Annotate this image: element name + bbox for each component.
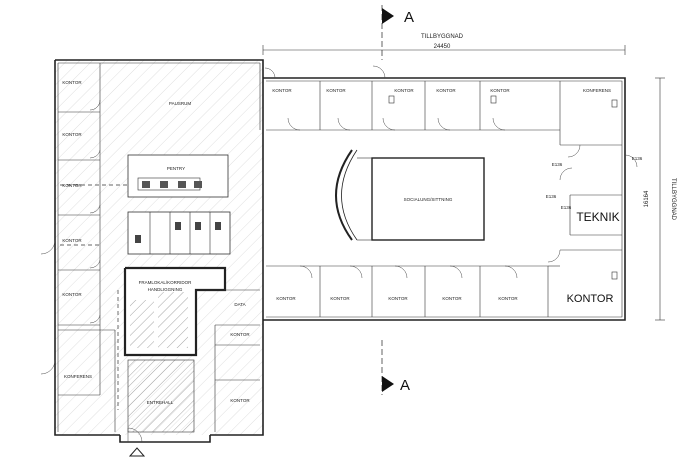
room-label: KONTOR bbox=[272, 88, 292, 93]
height-dimension: 16164 bbox=[644, 190, 650, 207]
handwritten-kontor: KONTOR bbox=[567, 293, 614, 305]
courtyard bbox=[335, 149, 485, 241]
room-label: KONTOR bbox=[276, 296, 296, 301]
section-label-bottom: A bbox=[400, 377, 410, 394]
room-label: KONTOR bbox=[394, 88, 414, 93]
extension-label-top: TILLBYGGNAD bbox=[421, 34, 464, 40]
room-label: HANDLIGGNING bbox=[148, 287, 183, 292]
room-label: PAUSRUM bbox=[169, 101, 191, 106]
extension-label-side: TILLBYGGNAD bbox=[670, 178, 676, 221]
room-label: KONTOR bbox=[62, 80, 82, 85]
extension-building bbox=[263, 65, 638, 321]
dimension-lines bbox=[262, 45, 665, 321]
handwritten-teknik: TEKNIK bbox=[576, 210, 619, 224]
room-label: KONTOR bbox=[436, 88, 456, 93]
existing-building bbox=[40, 59, 264, 457]
room-label: KONFERENS bbox=[64, 374, 92, 379]
section-mark-top bbox=[381, 5, 394, 60]
equipment-tag: E136 bbox=[552, 162, 563, 167]
room-label: KONTOR bbox=[442, 296, 462, 301]
toilet-block bbox=[127, 211, 231, 255]
pentry-block bbox=[127, 154, 229, 198]
room-label: SOCIALUNG/SITTNING bbox=[404, 197, 453, 202]
section-mark-bottom bbox=[381, 340, 394, 395]
room-label: FRAMLOKAL/KORRIDOR bbox=[139, 280, 193, 285]
equipment-tag: E136 bbox=[546, 194, 557, 199]
room-label: KONTOR bbox=[498, 296, 518, 301]
room-label: DATA bbox=[234, 302, 245, 307]
room-label: ENTREHALL bbox=[147, 400, 174, 405]
section-label-top: A bbox=[404, 9, 414, 26]
room-label: KONFERENS bbox=[583, 88, 611, 93]
room-label: PENTRY bbox=[167, 166, 185, 171]
room-label: KONTOR bbox=[490, 88, 510, 93]
room-label: KONTOR bbox=[62, 292, 82, 297]
room-label: KONTOR bbox=[230, 398, 250, 403]
equipment-tag: E136 bbox=[561, 205, 572, 210]
equipment-tag: E136 bbox=[632, 156, 643, 161]
room-label: KONTOR bbox=[230, 332, 250, 337]
room-label: KONTOR bbox=[388, 296, 408, 301]
room-labels: KONTOR KONTOR KONTOR KONTOR KONTOR KONTO… bbox=[62, 80, 642, 405]
room-label: KONTOR bbox=[330, 296, 350, 301]
left-office-column bbox=[58, 63, 101, 396]
room-label: KONTOR bbox=[326, 88, 346, 93]
room-label: KONTOR bbox=[62, 132, 82, 137]
width-dimension: 24450 bbox=[434, 44, 451, 50]
room-label: KONTOR bbox=[62, 238, 82, 243]
room-label: KONTOR bbox=[62, 183, 82, 188]
